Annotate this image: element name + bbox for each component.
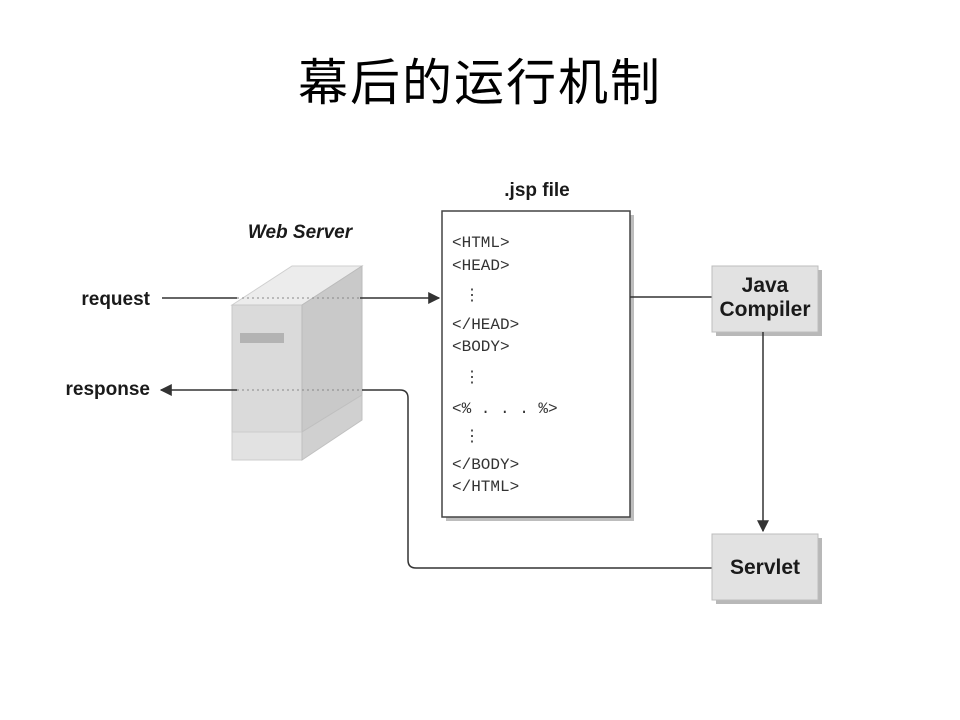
jsp-code-lines: <HTML> <HEAD> ⋮ </HEAD> <BODY> ⋮ <% . . … <box>452 234 558 496</box>
jsp-line: <HTML> <box>452 234 510 252</box>
jsp-line: </HEAD> <box>452 316 519 334</box>
compiler-label-line1: Java <box>742 274 789 297</box>
jsp-file-label: .jsp file <box>504 180 569 201</box>
jsp-line: </HTML> <box>452 478 519 496</box>
web-server-label: Web Server <box>248 222 354 243</box>
jsp-line: ⋮ <box>464 369 480 387</box>
server-tower-icon <box>230 265 364 461</box>
java-compiler-box <box>711 265 819 333</box>
jsp-line: ⋮ <box>464 428 480 446</box>
slide-title: 幕后的运行机制 <box>298 54 662 112</box>
jsp-line: ⋮ <box>464 287 480 305</box>
jsp-file-box <box>441 210 631 518</box>
response-label: response <box>66 379 150 400</box>
jsp-line: <% . . . %> <box>452 400 558 418</box>
jsp-line: </BODY> <box>452 456 519 474</box>
servlet-box <box>711 533 819 601</box>
servlet-response-path <box>362 389 712 569</box>
jsp-line: <BODY> <box>452 338 510 356</box>
servlet-label: Servlet <box>730 556 800 579</box>
request-label: request <box>81 289 150 310</box>
compiler-label-line2: Compiler <box>719 298 810 321</box>
jsp-line: <HEAD> <box>452 257 510 275</box>
